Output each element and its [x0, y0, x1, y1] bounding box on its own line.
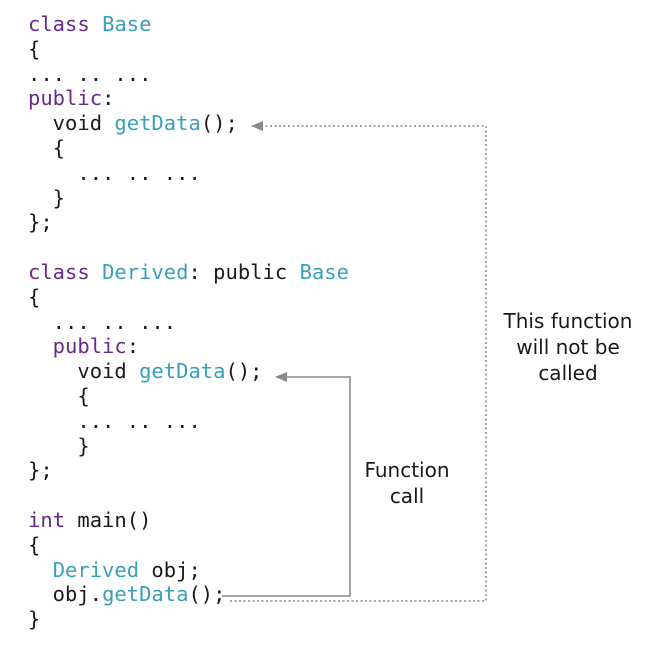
code-token: ... .. ... — [28, 61, 152, 86]
code-line: void getData(); — [28, 359, 349, 384]
code-line: public: — [28, 86, 349, 111]
code-line: void getData(); — [28, 111, 349, 136]
code-line: } — [28, 607, 349, 632]
code-token: Derived — [52, 557, 140, 582]
code-line: class Derived: public Base — [28, 260, 349, 285]
code-token: int — [28, 507, 78, 532]
code-token: Base — [299, 259, 349, 284]
code-token: }; — [28, 458, 53, 483]
code-token: getData — [114, 111, 201, 136]
code-token: } — [28, 607, 41, 632]
code-line: ... .. ... — [28, 62, 349, 87]
code-line: public: — [28, 334, 349, 359]
code-token: void — [28, 111, 115, 136]
code-token: ... .. ... — [28, 408, 201, 433]
code-token: Derived — [102, 259, 189, 284]
code-token: { — [28, 36, 41, 61]
code-token: (); — [225, 359, 263, 384]
code-token: void — [28, 359, 140, 384]
code-line: }; — [28, 210, 349, 235]
code-token: main() — [77, 507, 152, 532]
code-token: class — [28, 12, 103, 36]
code-token: Base — [102, 12, 152, 36]
annotation-not-called: This function will not be called — [488, 308, 648, 386]
code-line: ... .. ... — [28, 310, 349, 335]
code-token: getData — [139, 359, 226, 384]
code-line: { — [28, 37, 349, 62]
annotation-line: will not be — [516, 335, 620, 359]
code-line: Derived obj; — [28, 558, 349, 583]
code-line: }; — [28, 458, 349, 483]
code-line: { — [28, 384, 349, 409]
code-token: (); — [200, 111, 238, 136]
code-line: } — [28, 186, 349, 211]
code-token: public — [28, 86, 103, 111]
solid-arrow-derived-getdata — [222, 372, 351, 597]
code-token: : — [126, 334, 140, 359]
dotted-arrow-base-getdata — [230, 121, 487, 602]
code-line: class Base — [28, 12, 349, 37]
code-token: { — [28, 284, 41, 309]
annotation-function-call: Function call — [352, 457, 462, 509]
code-line: { — [28, 285, 349, 310]
code-token: : public — [188, 259, 300, 284]
code-line: ... .. ... — [28, 161, 349, 186]
annotation-line: Function — [364, 458, 450, 482]
code-token: : — [102, 86, 115, 111]
code-token: (); — [188, 582, 226, 607]
code-token: obj; — [139, 557, 201, 582]
annotation-line: called — [538, 361, 598, 385]
code-line: ... .. ... — [28, 409, 349, 434]
code-line: { — [28, 533, 349, 558]
code-token: class — [28, 259, 103, 284]
code-token: } — [28, 185, 66, 210]
code-line: } — [28, 434, 349, 459]
code-token: } — [28, 433, 90, 458]
code-token: { — [28, 532, 41, 557]
code-token: obj. — [28, 582, 103, 607]
code-line: { — [28, 136, 349, 161]
code-token: public — [28, 334, 127, 359]
code-token: { — [28, 383, 90, 408]
code-token: { — [28, 135, 66, 160]
code-listing: class Base{... .. ...public: void getDat… — [28, 12, 349, 632]
code-line: obj.getData(); — [28, 582, 349, 607]
code-line: int main() — [28, 508, 349, 533]
code-token: ... .. ... — [28, 309, 177, 334]
code-token: }; — [28, 210, 53, 235]
annotation-line: This function — [503, 309, 633, 333]
code-token: ... .. ... — [28, 160, 201, 185]
annotation-line: call — [389, 484, 425, 508]
code-token: getData — [102, 582, 189, 607]
